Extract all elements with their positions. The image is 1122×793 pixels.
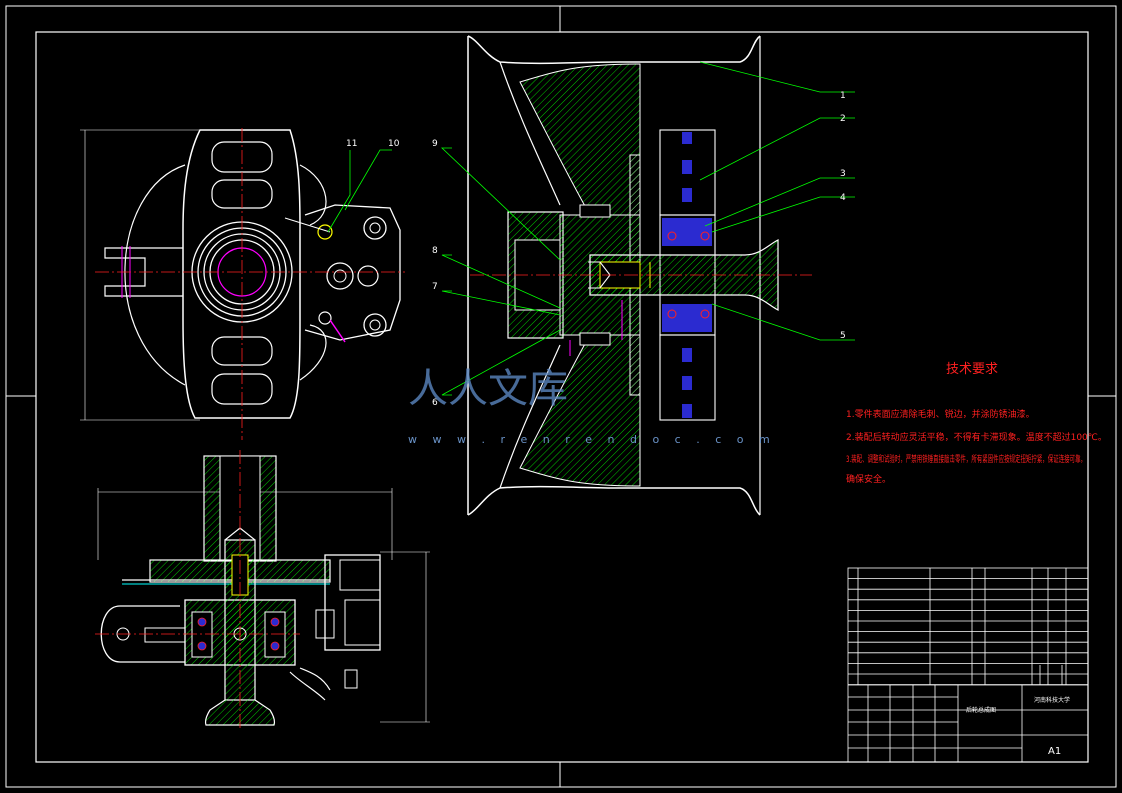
drawing-border <box>5 5 1117 788</box>
sheet-size: A1 <box>1048 746 1061 757</box>
drawing-name: 后轮总成图 <box>966 706 996 714</box>
tech-note-4: 确保安全。 <box>846 473 891 485</box>
callout-7: 7 <box>432 282 438 292</box>
watermark-logo: 人人文库 <box>408 366 568 412</box>
callout-11: 11 <box>346 139 357 149</box>
callout-9: 9 <box>432 139 438 149</box>
watermark-url: w w w . r e n r e n d o c . c o m <box>408 433 776 446</box>
tech-note-2: 2.装配后转动应灵活平稳，不得有卡滞现象。温度不超过100℃。 <box>846 431 1107 443</box>
wheel-section-view <box>440 35 855 516</box>
technical-requirements: 技术要求 1.零件表面应清除毛刺、锐边，并涂防锈油漆。 2.装配后转动应灵活平稳… <box>846 362 1107 485</box>
school-name: 河南科技大学 <box>1034 696 1070 704</box>
tech-note-3: 3.装配、调整和试验时，严禁用铁锤直接敲击零件，所有紧固件应按规定扭矩拧紧，保证… <box>846 453 1086 465</box>
tech-requirements-title: 技术要求 <box>946 362 998 377</box>
side-section-view <box>95 450 430 730</box>
callout-1: 1 <box>840 91 846 101</box>
watermark: 人人文库 w w w . r e n r e n d o c . c o m <box>408 366 776 446</box>
callout-4: 4 <box>840 193 846 203</box>
tech-note-1: 1.零件表面应清除毛刺、锐边，并涂防锈油漆。 <box>846 408 1035 420</box>
title-block <box>847 567 1089 763</box>
callout-5: 5 <box>840 331 846 341</box>
callout-2: 2 <box>840 114 846 124</box>
callout-10: 10 <box>388 139 400 149</box>
front-view <box>80 128 405 440</box>
callout-3: 3 <box>840 169 846 179</box>
callout-8: 8 <box>432 246 438 256</box>
callout-6: 6 <box>432 398 438 408</box>
